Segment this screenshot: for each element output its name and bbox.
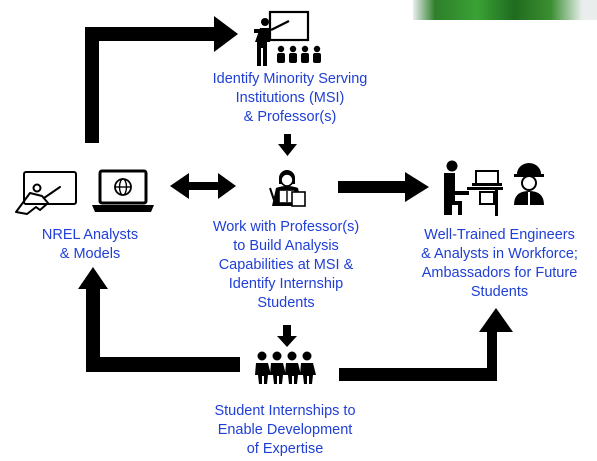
label-line: Well-Trained Engineers bbox=[424, 227, 575, 243]
label-line: Students bbox=[470, 284, 529, 300]
arrow-interns-to-outcome bbox=[339, 308, 513, 381]
label-identify-msi: Identify Minority Serving Institutions (… bbox=[180, 70, 400, 127]
label-nrel-analysts: NREL Analysts & Models bbox=[20, 226, 160, 264]
label-line: Institutions (MSI) bbox=[235, 90, 345, 106]
student-group-icon bbox=[255, 351, 316, 384]
label-line: Work with Professor(s) bbox=[212, 219, 360, 235]
label-student-internships: Student Internships to Enable Developmen… bbox=[185, 402, 385, 459]
laptop-globe-icon bbox=[92, 169, 154, 212]
label-work-with-professors: Work with Professor(s) to Build Analysis… bbox=[186, 218, 386, 313]
hand-writing-on-tablet-icon bbox=[15, 171, 77, 215]
label-line: Enable Development bbox=[217, 422, 353, 438]
label-line: Identify Internship bbox=[228, 276, 344, 292]
engineer-hardhat-icon bbox=[514, 163, 544, 205]
label-line: & Professor(s) bbox=[243, 109, 337, 125]
corner-photo bbox=[413, 0, 597, 20]
label-line: & Analysts in Workforce; bbox=[421, 246, 578, 262]
arrow-identify-to-work bbox=[278, 134, 297, 156]
arrow-nrel-work-double bbox=[170, 173, 236, 199]
person-at-computer-desk-icon bbox=[444, 160, 503, 216]
label-line: Students bbox=[257, 295, 315, 311]
label-line: Identify Minority Serving bbox=[212, 71, 368, 87]
label-line: of Expertise bbox=[246, 441, 324, 457]
arrow-nrel-to-identify bbox=[85, 16, 238, 143]
teacher-presenting-to-class-icon bbox=[254, 10, 321, 66]
arrow-work-to-interns bbox=[277, 325, 297, 347]
label-line: & Models bbox=[59, 246, 121, 262]
label-line: Student Internships to bbox=[214, 403, 356, 419]
label-line: NREL Analysts bbox=[41, 227, 139, 243]
label-line: Ambassadors for Future bbox=[421, 265, 578, 281]
label-line: to Build Analysis bbox=[233, 238, 339, 254]
label-well-trained-engineers: Well-Trained Engineers & Analysts in Wor… bbox=[402, 226, 597, 302]
arrow-work-to-outcome bbox=[338, 172, 429, 202]
professor-reading-icon bbox=[269, 170, 306, 207]
arrows bbox=[78, 16, 513, 381]
label-line: Capabilities at MSI & bbox=[218, 257, 354, 273]
arrow-interns-to-nrel bbox=[78, 267, 240, 372]
